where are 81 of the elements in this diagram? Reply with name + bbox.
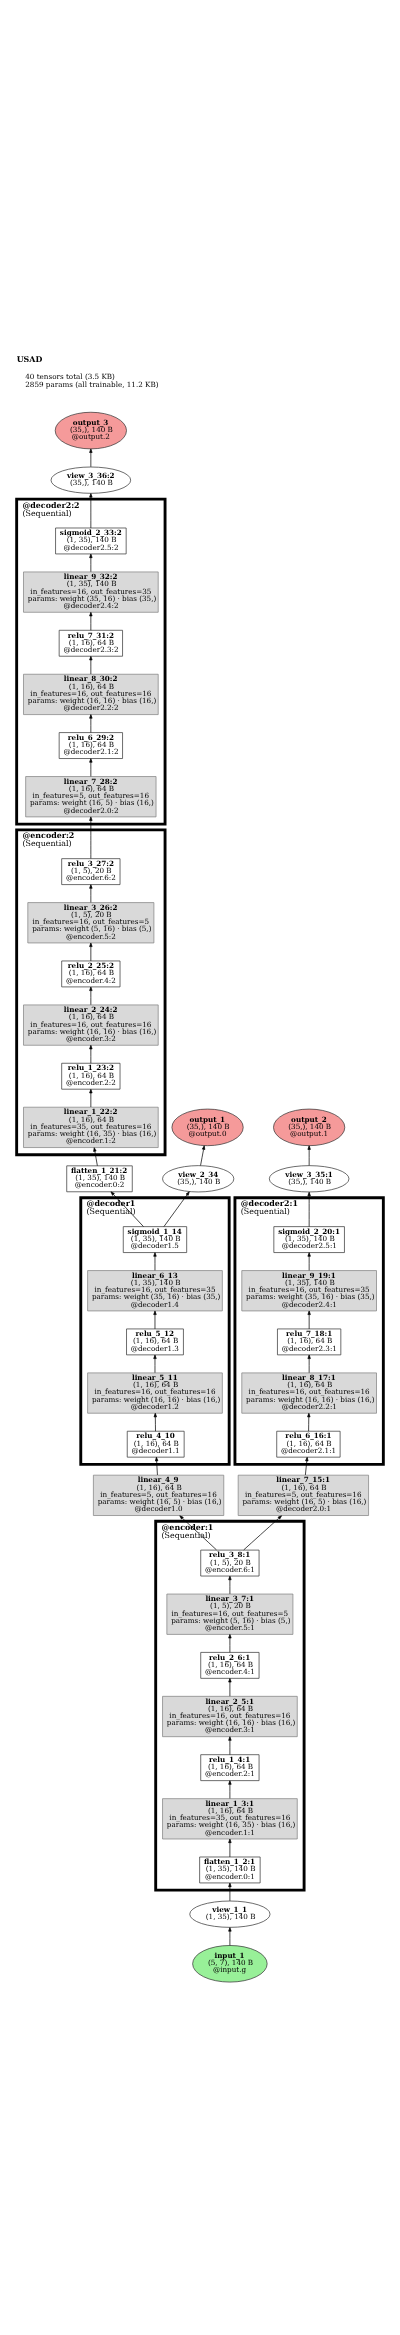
- arrow: [153, 1354, 157, 1373]
- label: 40 tensors total (3.5 KB): [25, 371, 115, 381]
- node-box: linear_7_28:2 (1, 16), 64 B in_features=5, out_features=16 params: weight (16, 5) · bias (16,) @decoder2.0:2: [25, 775, 157, 817]
- arrow: [228, 1677, 232, 1696]
- arrow: [155, 1456, 159, 1475]
- node-box: linear_3_26:2 (1, 5), 20 B in_features=16, out_features=5 params: weight (5, 16) · bias (5,) @encoder.5:2: [27, 901, 155, 943]
- arrow: [89, 611, 93, 631]
- node-box: linear_8_17:1 (1, 16), 64 B in_features=16, out_features=16 params: weight (16, 16) · bias (16,) @decoder2.2:1: [241, 1372, 377, 1414]
- node-box: relu_5_12 (1, 16), 64 B @decoder1.3: [126, 1328, 184, 1355]
- node-box: relu_2_25:2 (1, 16), 64 B @encoder.4:2: [61, 960, 121, 987]
- node-box: linear_5_11 (1, 16), 64 B in_features=16, out_features=16 params: weight (16, 16) · bias (16,) @decoder1.2: [87, 1372, 223, 1414]
- arrow: [89, 757, 93, 777]
- node-box: relu_7_18:1 (1, 16), 64 B @decoder2.3:1: [277, 1328, 342, 1355]
- arrow: [89, 553, 93, 572]
- node-ellipse: view_3_35:1 (35,), 140 B: [268, 1164, 350, 1192]
- node-box: linear_8_30:2 (1, 16), 64 B in_features=16, out_features=16 params: weight (16, 16) · bias (16,) @decoder2.2:2: [23, 673, 159, 715]
- node-box: sigmoid_1_14 (1, 35), 140 B @decoder1.5: [122, 1225, 188, 1253]
- node-box: relu_3_27:2 (1, 5), 20 B @encoder.6:2: [61, 857, 121, 885]
- node-box: relu_7_31:2 (1, 16), 64 B @decoder2.3:2: [58, 629, 123, 657]
- arrow: [307, 1144, 311, 1166]
- label: 2859 params (all trainable, 11.2 KB): [25, 379, 159, 389]
- arrow: [228, 1882, 232, 1901]
- arrow: [305, 1456, 309, 1475]
- arrow: [228, 1735, 232, 1755]
- node-box: relu_1_4:1 (1, 16), 64 B @encoder.2:1: [200, 1753, 260, 1781]
- arrow: [179, 1514, 217, 1550]
- arrow: [89, 492, 93, 528]
- arrow: [93, 1146, 98, 1166]
- node-box: linear_3_7:1 (1, 5), 20 B in_features=16, out_features=5 params: weight (5, 16) · bias (5,) @encoder.5:1: [166, 1593, 294, 1635]
- node-ellipse: output_3 (35,), 140 B @output.2: [54, 411, 127, 449]
- node-ellipse: view_3_36:2 (35,), 140 B: [50, 466, 132, 494]
- arrow: [200, 1144, 206, 1166]
- arrow: [228, 1779, 232, 1799]
- node-ellipse: output_1 (35,), 140 B @output.0: [171, 1108, 244, 1146]
- arrow: [228, 1926, 232, 1946]
- node-box: linear_2_24:2 (1, 16), 64 B in_features=16, out_features=16 params: weight (16, 16) · bias (16,) @encoder.3:2: [23, 1004, 159, 1046]
- arrow: [307, 1251, 311, 1271]
- arrow: [89, 1044, 93, 1064]
- arrow: [163, 1190, 190, 1227]
- arrow: [89, 1088, 93, 1107]
- node-box: sigmoid_2_33:2 (1, 35), 140 B @decoder2.5:2: [55, 527, 127, 554]
- node-box: relu_3_8:1 (1, 5), 20 B @encoder.6:1: [200, 1549, 260, 1576]
- node-ellipse: view_2_34 (35,), 140 B: [162, 1164, 235, 1192]
- node-box: linear_1_3:1 (1, 16), 64 B in_features=35, out_features=16 params: weight (16, 35) · bias (16,) @encoder.1:1: [162, 1797, 298, 1839]
- node-box: linear_9_19:1 (1, 35), 140 B in_features=16, out_features=35 params: weight (35, 16) · bias (35,) @decoder2.4:1: [241, 1269, 377, 1311]
- arrow: [153, 1310, 157, 1329]
- arrow: [228, 1633, 232, 1653]
- node-box: linear_1_22:2 (1, 16), 64 B in_features=35, out_features=16 params: weight (16, 35) · bias (16,) @encoder.1:2: [23, 1106, 159, 1148]
- node-box: relu_6_16:1 (1, 16), 64 B @decoder2.1:1: [276, 1430, 341, 1457]
- arrow: [228, 1575, 232, 1594]
- node-ellipse: view_1_1 (1, 35), 140 B: [189, 1900, 271, 1928]
- node-box: linear_2_5:1 (1, 16), 64 B in_features=16, out_features=16 params: weight (16, 16) · bias (16,) @encoder.3:1: [162, 1695, 298, 1737]
- node-box: linear_4_9 (1, 16), 64 B in_features=5, out_features=16 params: weight (16, 5) · bias (16,) @decoder1.0: [93, 1474, 225, 1516]
- node-box: relu_1_23:2 (1, 16), 64 B @encoder.2:2: [61, 1062, 121, 1090]
- arrow: [89, 883, 93, 903]
- node-box: flatten_1_2:1 (1, 35), 140 B @encoder.0:1: [199, 1856, 261, 1883]
- node-box: sigmoid_2_20:1 (1, 35), 140 B @decoder2.5:1: [273, 1225, 345, 1253]
- arrow: [153, 1251, 157, 1271]
- arrow: [153, 1412, 157, 1432]
- arrow: [307, 1412, 311, 1432]
- arrow: [89, 713, 93, 733]
- arrow: [89, 816, 93, 859]
- node-box: linear_6_13 (1, 35), 140 B in_features=16, out_features=35 params: weight (35, 16) · bias (35,) @decoder1.4: [87, 1269, 223, 1311]
- arrow: [89, 448, 93, 467]
- node-box: linear_9_32:2 (1, 35), 140 B in_features=16, out_features=35 params: weight (35, 16) · bias (35,) @decoder2.4:2: [23, 571, 159, 613]
- node-box: relu_4_10 (1, 16), 64 B @decoder1.1: [126, 1430, 185, 1457]
- arrow: [307, 1310, 311, 1329]
- node-ellipse: input_1 (5, 7), 140 B @input.g: [192, 1944, 268, 1982]
- arrow: [89, 986, 93, 1005]
- arrow: [243, 1514, 282, 1550]
- node-box: linear_7_15:1 (1, 16), 64 B in_features=5, out_features=16 params: weight (16, 5) · bias (16,) @decoder2.0:1: [237, 1474, 369, 1516]
- node-box: relu_6_29:2 (1, 16), 64 B @decoder2.1:2: [58, 731, 123, 759]
- arrow: [307, 1354, 311, 1373]
- node-ellipse: output_2 (35,), 140 B @output.1: [273, 1108, 346, 1146]
- node-box: relu_2_6:1 (1, 16), 64 B @encoder.4:1: [200, 1651, 260, 1679]
- arrow: [228, 1838, 232, 1857]
- arrow: [110, 1190, 144, 1227]
- arrow: [89, 942, 93, 961]
- arrow: [89, 655, 93, 674]
- arrow: [307, 1191, 311, 1227]
- node-box: flatten_1_21:2 (1, 35), 140 B @encoder.0:2: [66, 1165, 133, 1192]
